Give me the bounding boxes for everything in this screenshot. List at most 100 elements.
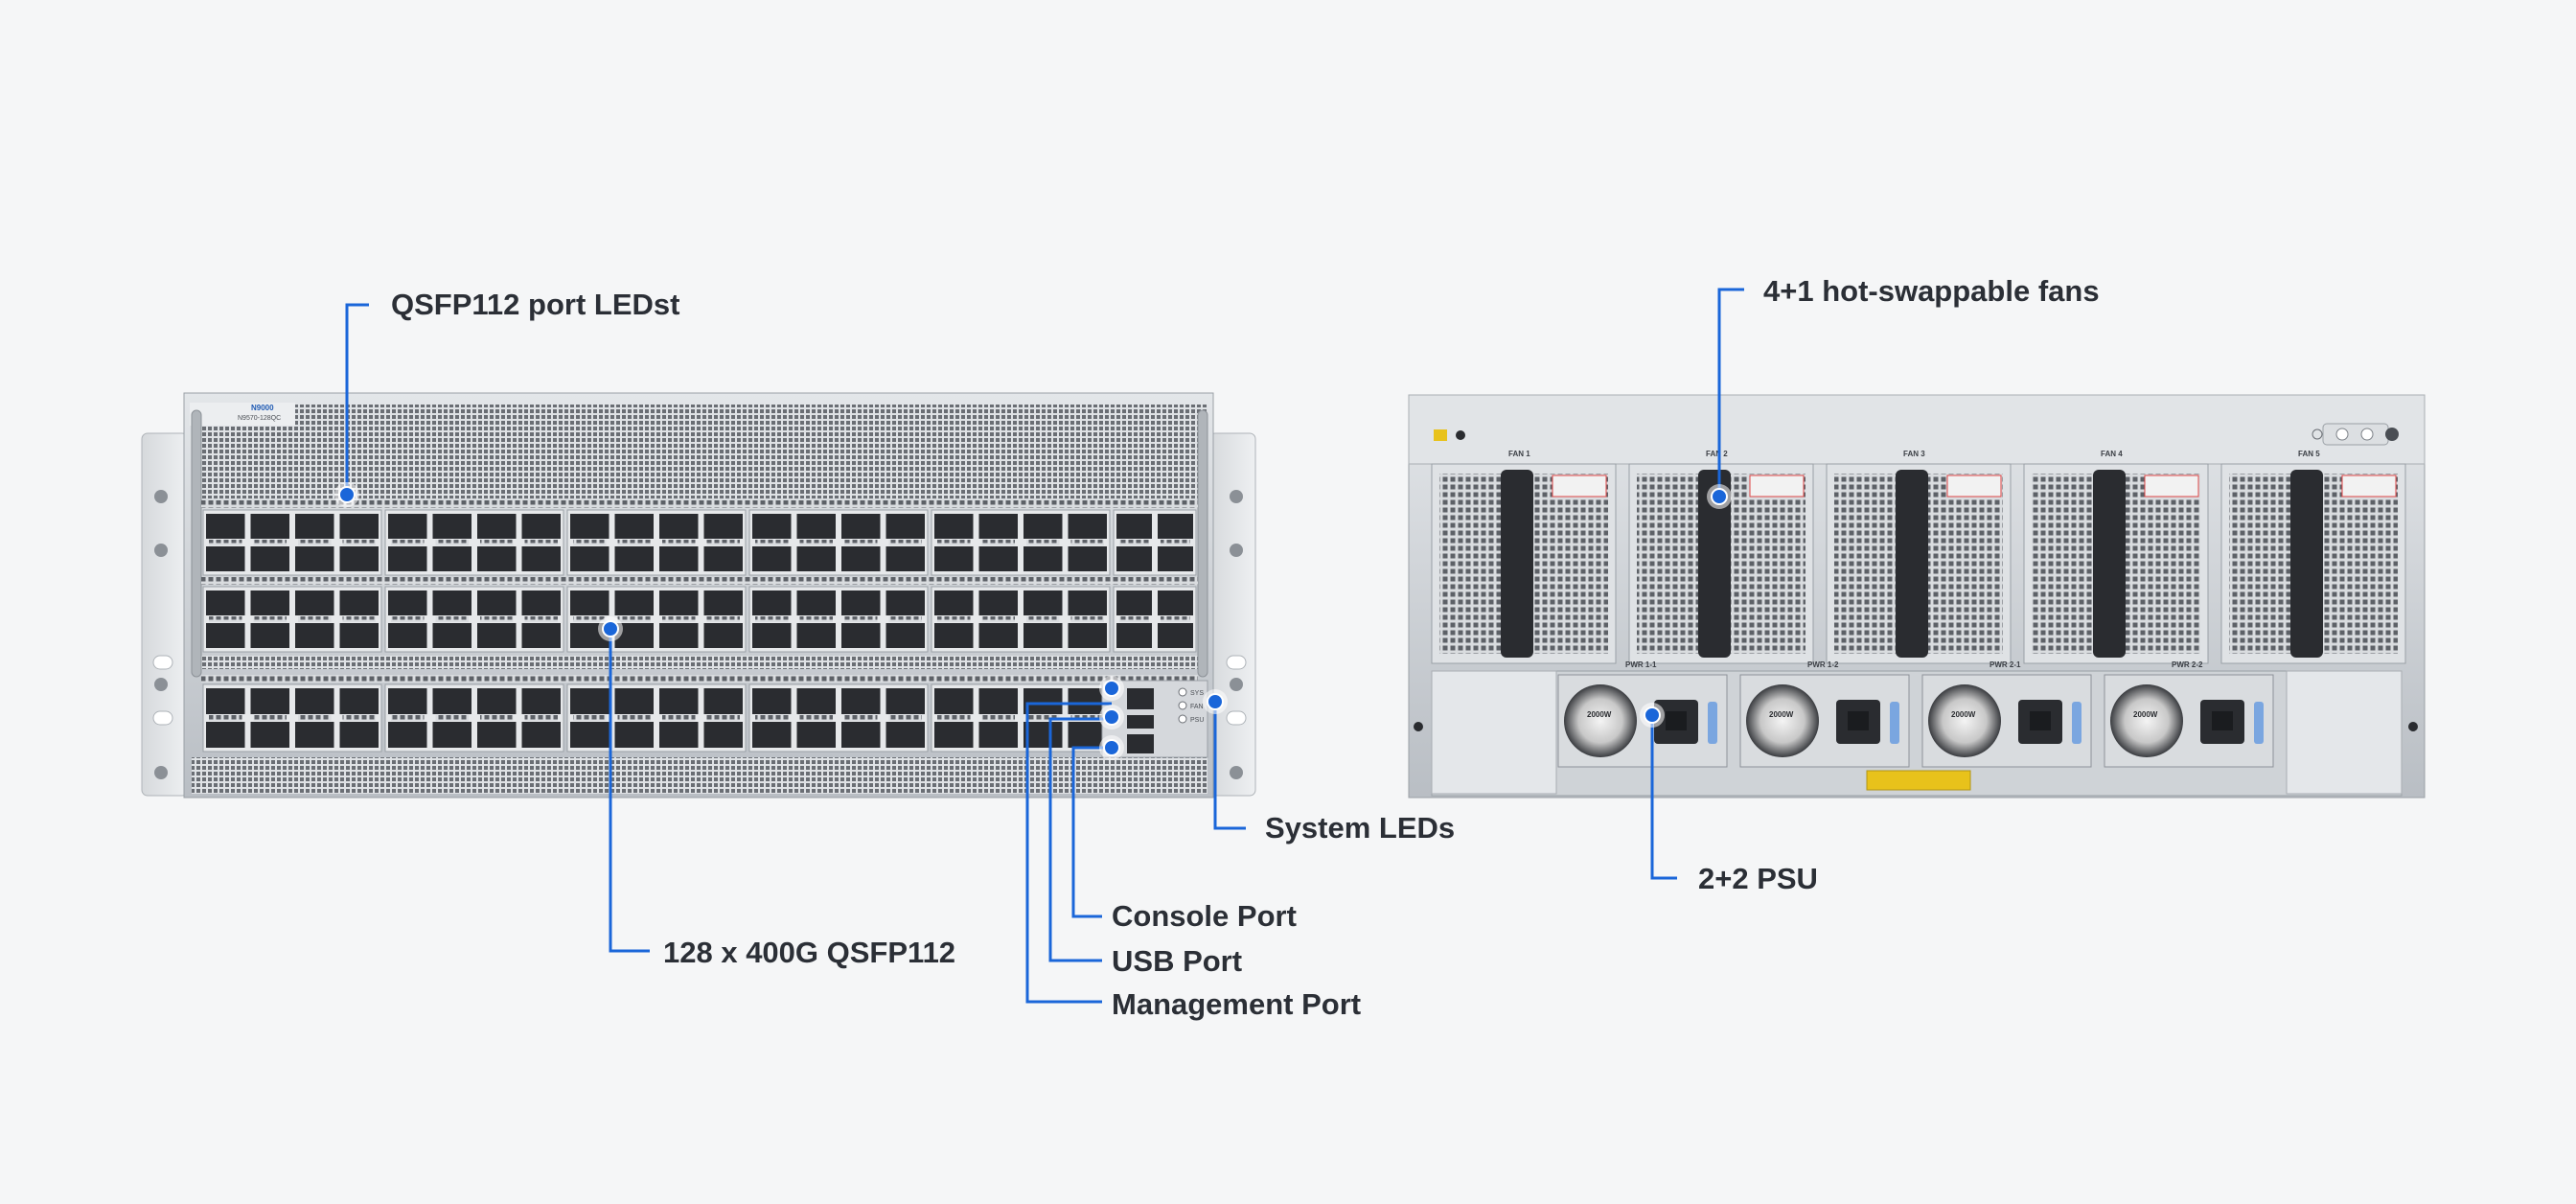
- qsfp112-port[interactable]: [841, 722, 881, 748]
- fan-module[interactable]: [1628, 463, 1814, 664]
- qsfp112-port[interactable]: [432, 590, 472, 615]
- qsfp112-port[interactable]: [841, 688, 881, 714]
- qsfp112-port[interactable]: [841, 514, 881, 539]
- psu-module[interactable]: 2000W: [1739, 674, 1910, 768]
- qsfp112-port[interactable]: [752, 590, 792, 615]
- qsfp112-port[interactable]: [477, 623, 517, 648]
- qsfp112-port[interactable]: [250, 514, 290, 539]
- qsfp112-port[interactable]: [796, 590, 837, 615]
- qsfp112-port[interactable]: [934, 623, 974, 648]
- qsfp112-port[interactable]: [841, 623, 881, 648]
- qsfp112-port[interactable]: [432, 722, 472, 748]
- qsfp112-port[interactable]: [295, 688, 334, 714]
- qsfp112-port[interactable]: [1116, 546, 1152, 571]
- qsfp112-port[interactable]: [432, 688, 472, 714]
- qsfp112-port[interactable]: [295, 623, 334, 648]
- qsfp112-port[interactable]: [659, 546, 699, 571]
- qsfp112-port[interactable]: [521, 590, 562, 615]
- qsfp112-port[interactable]: [570, 514, 610, 539]
- qsfp112-port[interactable]: [250, 590, 290, 615]
- psu-module[interactable]: 2000W: [2104, 674, 2274, 768]
- fan-handle[interactable]: [1501, 470, 1533, 658]
- qsfp112-port[interactable]: [339, 590, 380, 615]
- qsfp112-port[interactable]: [432, 546, 472, 571]
- qsfp112-port[interactable]: [886, 688, 926, 714]
- qsfp112-port[interactable]: [1024, 514, 1063, 539]
- qsfp112-port[interactable]: [752, 722, 792, 748]
- qsfp112-port[interactable]: [614, 514, 655, 539]
- psu-module[interactable]: 2000W: [1921, 674, 2092, 768]
- psu-latch[interactable]: [1890, 702, 1899, 744]
- qsfp112-port[interactable]: [659, 722, 699, 748]
- qsfp112-port[interactable]: [703, 688, 744, 714]
- qsfp112-port[interactable]: [206, 546, 245, 571]
- qsfp112-port[interactable]: [339, 623, 380, 648]
- qsfp112-port[interactable]: [521, 688, 562, 714]
- qsfp112-port[interactable]: [521, 722, 562, 748]
- fan-handle[interactable]: [2093, 470, 2126, 658]
- qsfp112-port[interactable]: [978, 590, 1019, 615]
- qsfp112-port[interactable]: [339, 722, 380, 748]
- qsfp112-port[interactable]: [978, 514, 1019, 539]
- qsfp112-port[interactable]: [206, 722, 245, 748]
- qsfp112-port[interactable]: [295, 514, 334, 539]
- qsfp112-port[interactable]: [934, 688, 974, 714]
- psu-latch[interactable]: [1708, 702, 1717, 744]
- qsfp112-port[interactable]: [796, 546, 837, 571]
- qsfp112-port[interactable]: [388, 722, 427, 748]
- qsfp112-port[interactable]: [1068, 546, 1108, 571]
- usb-port[interactable]: [1127, 715, 1154, 729]
- qsfp112-port[interactable]: [659, 623, 699, 648]
- qsfp112-port[interactable]: [521, 623, 562, 648]
- qsfp112-port[interactable]: [659, 590, 699, 615]
- qsfp112-port[interactable]: [570, 546, 610, 571]
- qsfp112-port[interactable]: [250, 623, 290, 648]
- management-port[interactable]: [1127, 688, 1154, 709]
- qsfp112-port[interactable]: [796, 688, 837, 714]
- qsfp112-port[interactable]: [206, 688, 245, 714]
- qsfp112-port[interactable]: [570, 722, 610, 748]
- qsfp112-port[interactable]: [796, 623, 837, 648]
- qsfp112-port[interactable]: [388, 623, 427, 648]
- qsfp112-port[interactable]: [1158, 623, 1193, 648]
- fan-handle[interactable]: [2290, 470, 2323, 658]
- qsfp112-port[interactable]: [752, 623, 792, 648]
- qsfp112-port[interactable]: [295, 590, 334, 615]
- qsfp112-port[interactable]: [206, 590, 245, 615]
- qsfp112-port[interactable]: [703, 546, 744, 571]
- psu-latch[interactable]: [2254, 702, 2264, 744]
- qsfp112-port[interactable]: [659, 688, 699, 714]
- qsfp112-port[interactable]: [703, 623, 744, 648]
- qsfp112-port[interactable]: [1024, 546, 1063, 571]
- qsfp112-port[interactable]: [250, 546, 290, 571]
- fan-handle[interactable]: [1698, 470, 1731, 658]
- qsfp112-port[interactable]: [934, 514, 974, 539]
- qsfp112-port[interactable]: [886, 623, 926, 648]
- qsfp112-port[interactable]: [886, 722, 926, 748]
- qsfp112-port[interactable]: [1158, 546, 1193, 571]
- qsfp112-port[interactable]: [841, 546, 881, 571]
- console-port[interactable]: [1127, 734, 1154, 753]
- fan-module[interactable]: [1826, 463, 2012, 664]
- qsfp112-port[interactable]: [934, 546, 974, 571]
- qsfp112-port[interactable]: [477, 688, 517, 714]
- qsfp112-port[interactable]: [886, 590, 926, 615]
- qsfp112-port[interactable]: [614, 722, 655, 748]
- qsfp112-port[interactable]: [703, 590, 744, 615]
- qsfp112-port[interactable]: [206, 623, 245, 648]
- qsfp112-port[interactable]: [206, 514, 245, 539]
- qsfp112-port[interactable]: [295, 722, 334, 748]
- qsfp112-port[interactable]: [934, 722, 974, 748]
- qsfp112-port[interactable]: [886, 546, 926, 571]
- qsfp112-port[interactable]: [339, 546, 380, 571]
- qsfp112-port[interactable]: [570, 590, 610, 615]
- qsfp112-port[interactable]: [1068, 514, 1108, 539]
- qsfp112-port[interactable]: [614, 546, 655, 571]
- qsfp112-port[interactable]: [614, 590, 655, 615]
- qsfp112-port[interactable]: [1116, 590, 1152, 615]
- qsfp112-port[interactable]: [703, 722, 744, 748]
- qsfp112-port[interactable]: [250, 722, 290, 748]
- qsfp112-port[interactable]: [978, 722, 1019, 748]
- qsfp112-port[interactable]: [1068, 623, 1108, 648]
- fan-module[interactable]: [2220, 463, 2406, 664]
